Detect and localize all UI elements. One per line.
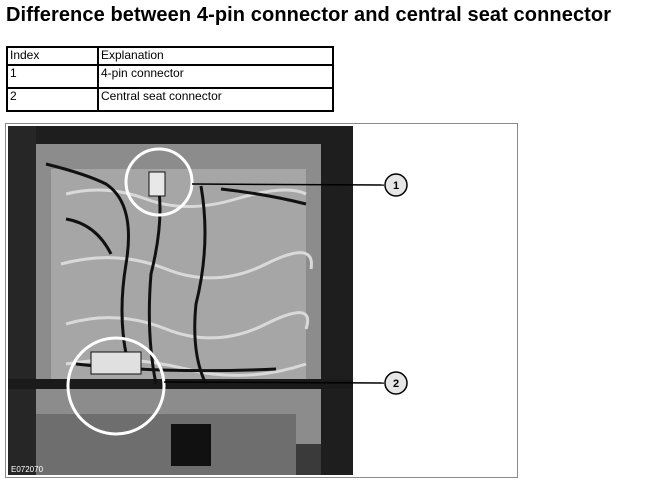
callout-label-1: 1 [393, 180, 399, 192]
callout-label-2: 2 [393, 378, 399, 390]
callout-marker-1 [384, 173, 408, 197]
highlight-circle-1 [124, 147, 194, 217]
leader-line-2 [163, 381, 385, 384]
row-explanation: 4-pin connector [97, 64, 334, 89]
document-title: Difference between 4-pin connector and c… [6, 4, 612, 26]
top-frame-rail [8, 126, 353, 144]
leader-line-1 [191, 183, 385, 186]
header-index: Index [6, 46, 99, 66]
seat-wiring-illustration: 1 2 E072070 [8, 126, 408, 475]
central-seat-connector [90, 351, 142, 375]
seat-cushion-mat [51, 169, 306, 389]
seat-wiring-figure: 1 2 E072070 [5, 123, 518, 478]
cross-bar [8, 379, 353, 389]
four-pin-connector [148, 171, 166, 197]
left-frame-rail [8, 126, 36, 475]
highlight-circle-2 [66, 336, 166, 436]
row-index: 2 [6, 87, 99, 112]
header-explanation: Explanation [97, 46, 334, 66]
row-index: 1 [6, 64, 99, 89]
control-module [171, 424, 211, 466]
right-frame-rail [321, 126, 353, 475]
row-explanation: Central seat connector [97, 87, 334, 112]
table-row: 1 4-pin connector [6, 64, 334, 89]
table-row: 2 Central seat connector [6, 87, 334, 112]
callout-marker-2 [384, 371, 408, 395]
figure-code: E072070 [11, 465, 44, 474]
table-header-row: Index Explanation [6, 46, 334, 66]
lower-mechanism [36, 414, 296, 475]
index-legend-table: Index Explanation 1 4-pin connector 2 Ce… [6, 46, 334, 112]
